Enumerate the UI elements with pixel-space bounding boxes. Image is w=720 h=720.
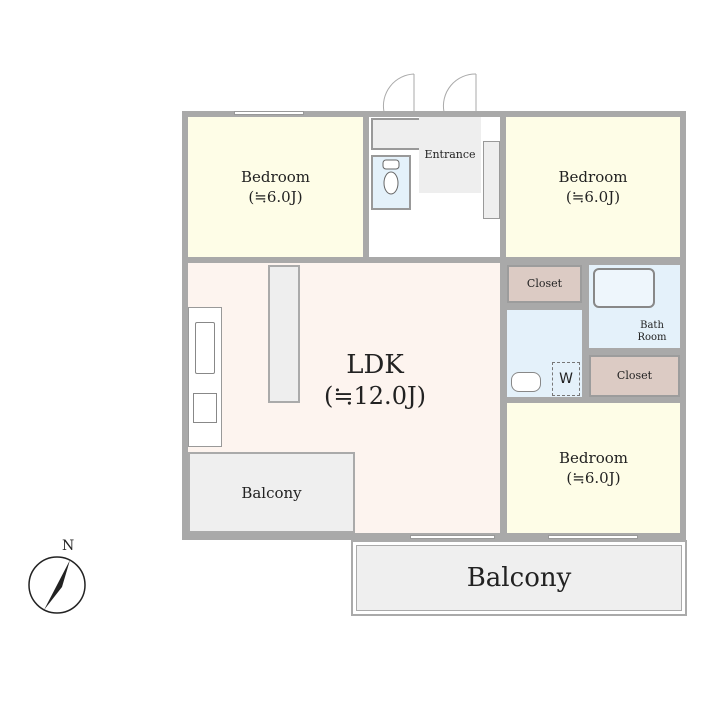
bathtub-icon bbox=[593, 268, 655, 308]
closet-2[interactable]: Closet bbox=[589, 355, 680, 397]
compass-icon bbox=[28, 556, 86, 614]
room-size: (≒6.0J) bbox=[565, 188, 621, 206]
room-label: Bedroom bbox=[558, 168, 628, 186]
balcony-large[interactable]: Balcony bbox=[356, 545, 682, 611]
window bbox=[234, 111, 304, 115]
room-size: (≒12.0J) bbox=[324, 382, 426, 410]
room-size: (≒6.0J) bbox=[248, 188, 303, 206]
closet-1[interactable]: Closet bbox=[507, 265, 582, 303]
bedroom-nw[interactable]: Bedroom (≒6.0J) bbox=[188, 117, 363, 257]
washbasin-icon bbox=[511, 372, 541, 392]
stove-icon bbox=[193, 393, 217, 423]
window bbox=[410, 535, 495, 539]
ldk-label-group: LDK (≒12.0J) bbox=[300, 340, 450, 420]
room-size: (≒6.0J) bbox=[566, 469, 621, 487]
shoe-cabinet bbox=[483, 141, 500, 219]
toilet-room[interactable] bbox=[371, 155, 411, 210]
balcony-small[interactable]: Balcony bbox=[188, 452, 355, 533]
room-label: Closet bbox=[616, 369, 653, 382]
washer-space: W bbox=[552, 362, 580, 396]
front-doors bbox=[382, 73, 477, 116]
room-label: Entrance bbox=[424, 148, 476, 161]
room-label: Bath Room bbox=[637, 320, 667, 343]
washroom[interactable]: W bbox=[507, 310, 582, 397]
partition-shelf bbox=[268, 265, 300, 403]
storage bbox=[371, 118, 423, 150]
sink-icon bbox=[195, 322, 215, 374]
toilet-icon bbox=[382, 159, 400, 195]
room-label: Balcony bbox=[241, 483, 302, 502]
kitchen-counter bbox=[188, 307, 222, 447]
room-label: LDK bbox=[346, 350, 404, 380]
washer-label: W bbox=[559, 371, 573, 387]
compass-north-label: N bbox=[62, 538, 75, 554]
bedroom-ne[interactable]: Bedroom (≒6.0J) bbox=[506, 117, 680, 257]
room-label: Balcony bbox=[466, 563, 572, 593]
bathroom[interactable]: Bath Room bbox=[589, 265, 680, 348]
entrance[interactable]: Entrance bbox=[419, 117, 481, 193]
room-label: Closet bbox=[526, 277, 563, 290]
room-label: Bedroom bbox=[241, 168, 310, 186]
window bbox=[548, 535, 638, 539]
room-label: Bedroom bbox=[559, 449, 628, 467]
bedroom-se[interactable]: Bedroom (≒6.0J) bbox=[507, 403, 680, 533]
